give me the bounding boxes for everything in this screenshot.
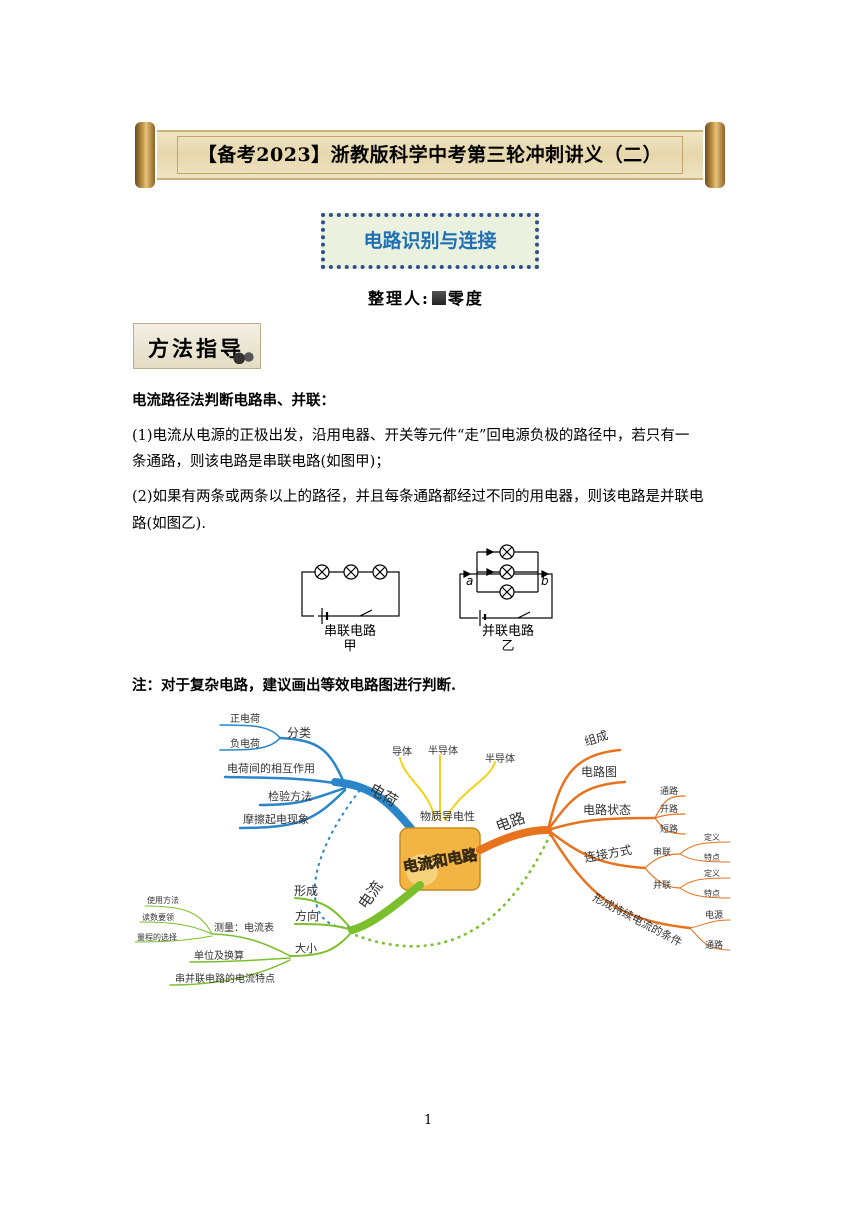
parallel-circuit	[459, 544, 553, 626]
mm-positive-charge: 正电荷	[230, 712, 260, 725]
editor-line: 整理人: 零度	[368, 285, 484, 309]
series-circuit-sub: 甲	[343, 639, 356, 654]
mm-circuit-state: 电路状态	[583, 802, 631, 817]
mm-current-label: 电流	[355, 877, 387, 912]
subtitle-box: 电路识别与连接	[321, 213, 539, 269]
series-circuit	[301, 564, 400, 624]
mm-compose: 组成	[583, 728, 610, 749]
mm-usage: 使用方法	[147, 895, 179, 905]
mm-size: 大小	[295, 941, 317, 955]
current-branch	[134, 881, 424, 986]
note-text: 注：对于复杂电路，建议画出等效电路图进行判断.	[132, 677, 457, 694]
mm-parallel: 并联	[653, 879, 671, 891]
node-a-label: a	[466, 574, 473, 588]
banner-paper	[157, 130, 703, 180]
mm-series-def: 定义	[704, 832, 720, 842]
mm-material-label: 物质导电性	[420, 809, 475, 823]
section-badge: 方法指导	[133, 323, 261, 369]
editor-label: 整理人:	[368, 289, 430, 308]
content-heading: 电流路径法判断电路串、并联：	[132, 392, 335, 409]
mm-semiconductor-1: 半导体	[428, 744, 458, 757]
mm-direction: 方向	[295, 908, 319, 923]
mm-series-parallel-current: 串并联电路的电流特点	[175, 972, 275, 985]
mm-test-method: 检验方法	[268, 789, 312, 803]
parallel-circuit-label: 并联电路	[482, 623, 534, 639]
editor-name: 零度	[447, 289, 484, 308]
circuit-branch	[476, 748, 731, 951]
mind-map: 分类 正电荷 负电荷 电荷间的相互作用 检验方法 摩擦起电现象 电荷 导体 半导…	[134, 712, 731, 986]
title-banner: 【备考2023】浙教版科学中考第三轮冲刺讲义（二）	[135, 122, 725, 188]
circuit-figures: a b 串联电路 甲 并联电路 乙	[301, 544, 553, 654]
mm-semiconductor-2: 半导体	[485, 752, 515, 765]
mm-negative-charge: 负电荷	[230, 737, 260, 750]
mm-closed-path: 通路	[705, 939, 723, 951]
mm-classify: 分类	[287, 726, 311, 740]
paragraph-1-line-1: (1)电流从电源的正极出发，沿用电器、开关等元件“走”回电源负极的路径中，若只有…	[132, 428, 690, 444]
mm-state-open: 开路	[660, 803, 678, 815]
banner-frame	[177, 136, 683, 174]
ink-decoration-icon	[232, 350, 256, 364]
section-title: 方法指导	[148, 336, 244, 361]
mm-state-short: 短路	[660, 823, 678, 835]
scroll-rod-left	[135, 122, 155, 188]
mm-parallel-feature: 特点	[704, 888, 720, 898]
scroll-rod-right	[705, 122, 725, 188]
mm-series: 串联	[653, 847, 671, 858]
mm-continuous-current: 形成持续电流的条件	[591, 890, 685, 949]
mm-power-source: 电源	[705, 909, 723, 921]
mm-conductor: 导体	[392, 746, 412, 758]
editor-avatar-icon	[431, 291, 446, 305]
mm-reading: 读数要领	[142, 912, 174, 922]
page-number: 1	[424, 1113, 433, 1128]
mm-series-feature: 特点	[704, 852, 720, 862]
paragraph-1-line-2: 条通路，则该电路是串联电路(如图甲)；	[132, 454, 390, 470]
center-node: 电流和电路	[399, 827, 481, 891]
parallel-circuit-sub: 乙	[501, 639, 514, 654]
mm-parallel-def: 定义	[704, 868, 720, 878]
mm-friction: 摩擦起电现象	[243, 812, 309, 826]
mm-state-closed: 通路	[660, 785, 678, 797]
series-circuit-label: 串联电路	[324, 623, 376, 639]
paragraph-2-line-2: 路(如图乙).	[132, 516, 206, 532]
mm-range: 量程的选择	[137, 932, 177, 942]
mm-unit: 单位及换算	[194, 949, 244, 962]
mm-interaction: 电荷间的相互作用	[227, 761, 315, 775]
mm-circuit-diagram: 电路图	[581, 764, 617, 779]
mm-formation: 形成	[294, 884, 318, 898]
material-branch	[399, 754, 496, 821]
mm-measure: 测量：电流表	[214, 921, 274, 934]
dotted-link-current-circuit	[354, 834, 552, 948]
node-b-label: b	[541, 574, 549, 588]
paragraph-2-line-1: (2)如果有两条或两条以上的路径，并且每条通路都经过不同的用电器，则该电路是并联…	[132, 489, 704, 505]
document-title: 【备考2023】浙教版科学中考第三轮冲刺讲义（二）	[197, 144, 663, 166]
